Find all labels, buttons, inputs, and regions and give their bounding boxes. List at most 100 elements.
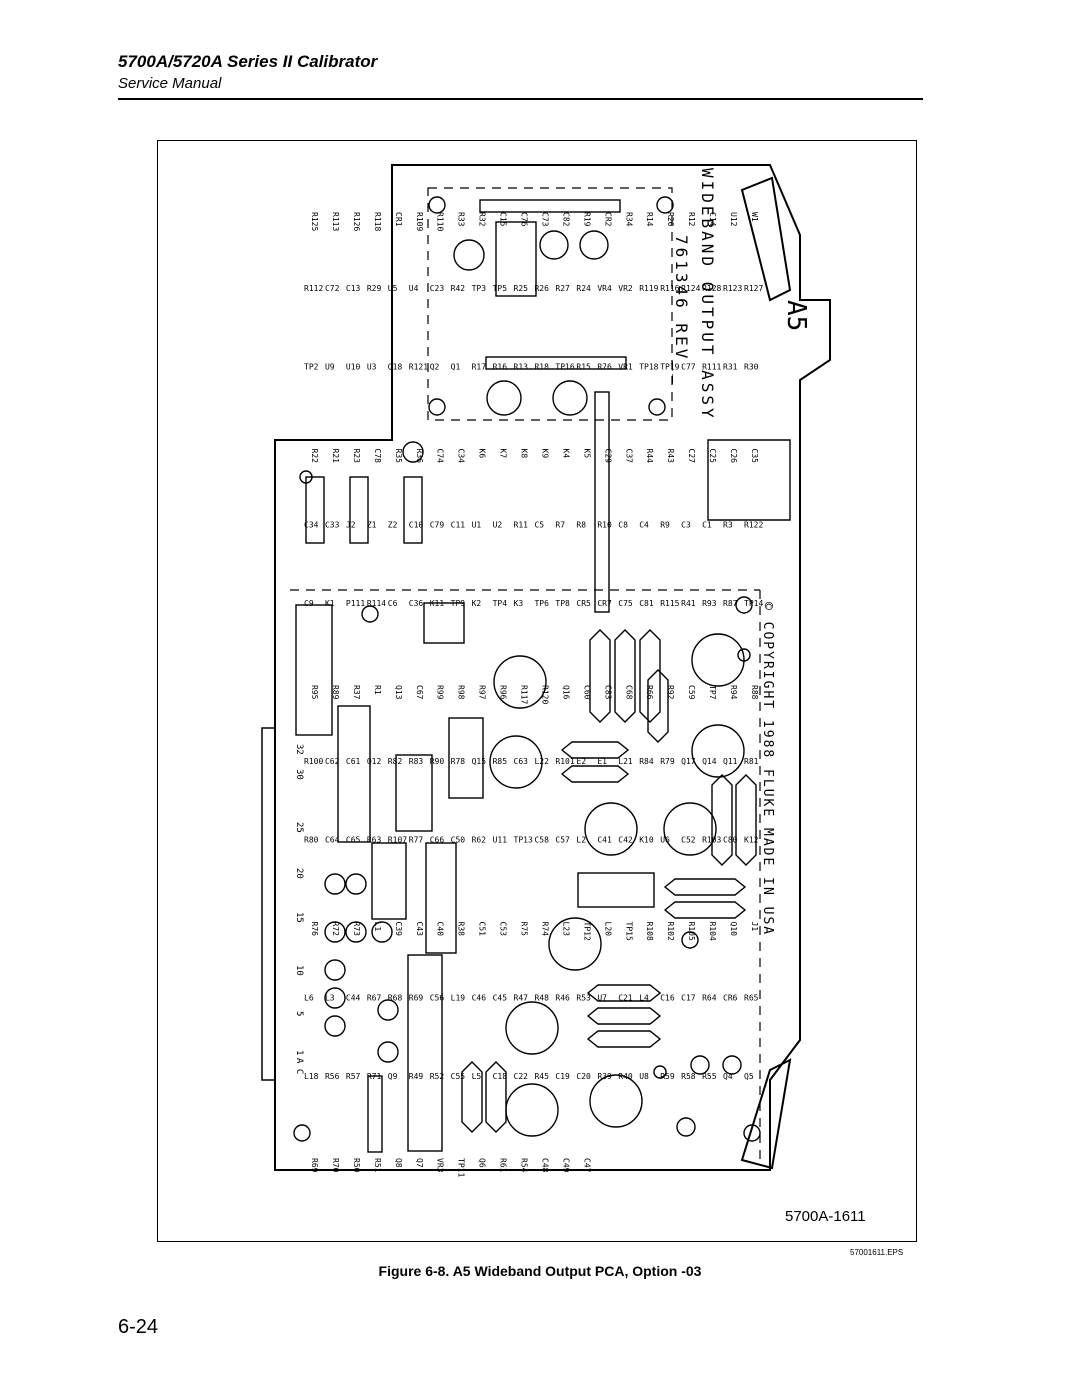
component-designator: R94	[729, 685, 738, 700]
component-designator: R51	[373, 1158, 382, 1173]
component-designator: R73	[352, 922, 361, 937]
component-designator: R12	[687, 212, 696, 227]
component-designator: C53	[499, 922, 508, 937]
component-designator: U10	[346, 363, 361, 372]
component-designator: K10	[639, 836, 654, 845]
component-designator: R36	[415, 449, 424, 464]
component-designator: CR5	[576, 599, 591, 608]
component-designator: C62	[325, 757, 340, 766]
component-designator: R63	[367, 836, 382, 845]
component-designator: L20	[603, 922, 612, 937]
component-designator: C5	[534, 520, 544, 529]
component-designator: C33	[325, 520, 340, 529]
component-designator: C49	[561, 1158, 570, 1173]
component-designator: C21	[618, 993, 633, 1002]
component-designator: R89	[331, 685, 340, 700]
component-designator: R98	[457, 685, 466, 700]
component-designator: R110	[436, 212, 445, 231]
connector-pin-label: 5	[294, 1011, 304, 1016]
component-designator: C52	[681, 836, 696, 845]
component-designator: TP15	[624, 922, 633, 941]
component-designator: C60	[582, 685, 591, 700]
component-designator: C43	[415, 922, 424, 937]
component-designator: R77	[409, 836, 424, 845]
component-designator: C78	[373, 449, 382, 464]
silkscreen-part: 761346 REV__	[672, 235, 691, 387]
component-designator: VR1	[618, 363, 633, 372]
component-designator: R101	[555, 757, 574, 766]
component-designator: C18	[493, 1072, 508, 1081]
component-designator: R97	[478, 685, 487, 700]
component-designator: R95	[310, 685, 319, 700]
figure-caption: Figure 6-8. A5 Wideband Output PCA, Opti…	[378, 1263, 702, 1279]
component-designator: VR4	[597, 284, 612, 293]
component-designator: C10	[409, 520, 424, 529]
component-designator: R81	[744, 757, 759, 766]
component-designator: P111	[346, 599, 365, 608]
component-designator: C73	[540, 212, 549, 227]
component-designator: C66	[430, 836, 445, 845]
component-designator: J2	[346, 520, 356, 529]
component-designator: R20	[666, 212, 675, 227]
component-designator: R43	[666, 449, 675, 464]
component-designator: R114	[367, 599, 386, 608]
component-designator: TP9	[451, 599, 466, 608]
component-designator: Q17	[681, 757, 696, 766]
component-designator: R13	[514, 363, 529, 372]
component-designator: L21	[618, 757, 633, 766]
component-designator: CR2	[603, 212, 612, 227]
component-designator: C11	[451, 520, 466, 529]
component-designator: L3	[325, 993, 335, 1002]
component-designator: C6	[388, 599, 398, 608]
component-designator: U9	[325, 363, 335, 372]
component-designator: R102	[666, 922, 675, 941]
component-designator: R30	[744, 363, 759, 372]
page-number: 6-24	[118, 1316, 159, 1338]
component-designator: C34	[457, 449, 466, 464]
component-designator: R119	[639, 284, 658, 293]
component-designator: C72	[325, 284, 340, 293]
component-designator: C29	[603, 449, 612, 464]
figure-frame	[157, 140, 917, 1242]
component-designator: C57	[555, 836, 570, 845]
component-designator: E2	[576, 757, 586, 766]
component-designator: R68	[388, 993, 403, 1002]
component-designator: C36	[409, 599, 424, 608]
component-designator: L1	[373, 922, 382, 932]
component-designator: R76	[310, 922, 319, 937]
component-designator: C64	[325, 836, 340, 845]
component-designator: L19	[451, 993, 466, 1002]
component-designator: R113	[331, 212, 340, 231]
component-designator: R76	[597, 363, 612, 372]
component-designator: R1	[373, 685, 382, 695]
component-designator: C81	[639, 599, 654, 608]
component-designator: R72	[331, 922, 340, 937]
component-designator: R26	[534, 284, 549, 293]
component-designator: C50	[451, 836, 466, 845]
component-designator: U5	[388, 284, 398, 293]
component-designator: C44	[346, 993, 361, 1002]
component-designator: TP6	[534, 599, 549, 608]
component-designator: L4	[639, 993, 649, 1002]
component-designator: C46	[472, 993, 487, 1002]
component-designator: R17	[472, 363, 487, 372]
component-designator: C63	[514, 757, 529, 766]
component-designator: K6	[478, 449, 487, 459]
component-designator: Q10	[729, 922, 738, 937]
component-designator: R82	[388, 757, 403, 766]
component-designator: R21	[331, 449, 340, 464]
component-designator: R10	[597, 520, 612, 529]
component-designator: R79	[660, 757, 675, 766]
component-designator: R103	[702, 836, 721, 845]
component-designator: R22	[310, 449, 319, 464]
component-designator: L6	[304, 993, 314, 1002]
component-designator: R117	[520, 685, 529, 704]
component-designator: C17	[681, 993, 696, 1002]
component-designator: R75	[520, 922, 529, 937]
component-designator: C14	[708, 212, 717, 227]
connector-pin-label: 20	[294, 868, 304, 879]
connector-pin-label: 32	[294, 744, 304, 755]
component-designator: C25	[708, 449, 717, 464]
component-designator: R16	[493, 363, 508, 372]
